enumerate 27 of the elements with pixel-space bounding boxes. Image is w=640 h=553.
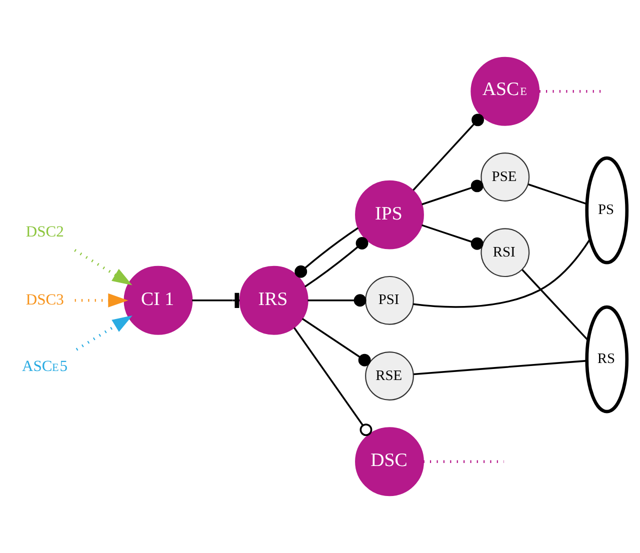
- node-ellipse: PS: [585, 156, 629, 264]
- node-circle: DSC: [355, 427, 424, 496]
- connector: [413, 238, 591, 308]
- connector: [412, 114, 484, 191]
- node-text: DSC2: [26, 224, 64, 241]
- node-circle: PSI: [365, 276, 414, 325]
- node-circle: RSI: [480, 228, 530, 278]
- arrow: [74, 293, 128, 308]
- arrow: [74, 249, 132, 286]
- arrow: [76, 315, 132, 351]
- node-text: ASCE5: [22, 358, 68, 376]
- connector: [522, 269, 589, 342]
- connector: [308, 294, 366, 307]
- connector: [414, 360, 587, 376]
- node-circle: PSE: [480, 152, 530, 202]
- connector: [422, 180, 484, 206]
- connector: [293, 327, 372, 436]
- node-text: DSC3: [26, 292, 64, 309]
- connector: [528, 184, 588, 205]
- node-circle: RSE: [365, 352, 414, 400]
- node-circle: CI 1: [124, 266, 193, 335]
- node-ellipse: RS: [585, 305, 629, 414]
- connector: [192, 292, 240, 308]
- connector: [302, 318, 371, 366]
- connector: [422, 224, 484, 250]
- connector: [294, 227, 358, 278]
- connector: [304, 237, 368, 288]
